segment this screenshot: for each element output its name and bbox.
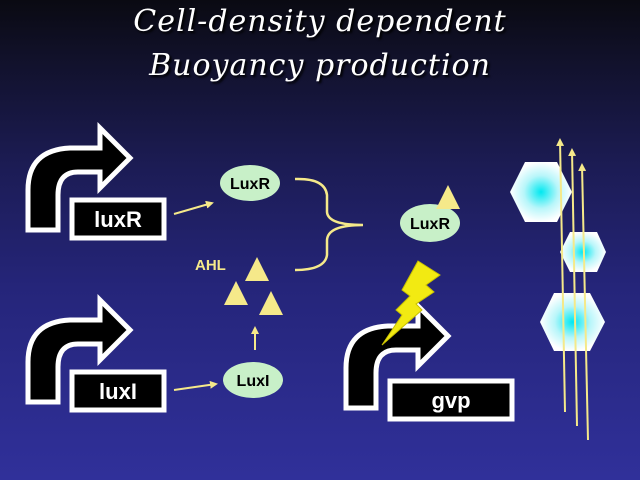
gene-luxI-box: luxI [69, 369, 167, 413]
protein-luxR: LuxR [220, 165, 280, 201]
gene-luxR-label: luxR [94, 207, 142, 232]
gene-gvp-box: gvp [387, 378, 515, 422]
slide-title-line-2: Buoyancy production [149, 48, 491, 83]
promoter-arrow-icon [343, 299, 452, 411]
buoyancy-arrow [578, 163, 589, 441]
promoter-arrow-icon [25, 293, 134, 405]
ahl-molecule-icon [436, 185, 460, 209]
ahl-label: AHL [195, 257, 226, 274]
promoter-arrow-icon [25, 121, 134, 233]
svg-text:LuxR: LuxR [410, 216, 450, 233]
translation-arrow-luxR [173, 200, 214, 215]
gene-gvp-label: gvp [431, 388, 470, 413]
ahl-molecule-icon [224, 281, 248, 305]
gene-luxI-label: luxI [99, 379, 137, 404]
protein-luxI: LuxI [223, 362, 283, 398]
svg-text:LuxR: LuxR [230, 176, 270, 193]
lightning-bolt-icon [381, 260, 441, 346]
combine-brace [294, 177, 364, 272]
svg-text:LuxI: LuxI [237, 373, 270, 390]
ahl-molecule-icon [245, 257, 269, 281]
slide-title-line-1: Cell-density dependent [133, 4, 507, 39]
gas-vesicle-icon [510, 162, 572, 222]
protein-luxR-ahl-complex: LuxR [400, 185, 460, 242]
buoyancy-arrow [568, 148, 578, 427]
gene-luxR-box: luxR [69, 197, 167, 241]
buoyancy-arrow [556, 138, 566, 413]
ahl-molecule-icon [259, 291, 283, 315]
translation-arrow-luxI [173, 380, 218, 391]
gas-vesicle-icon [540, 293, 605, 351]
